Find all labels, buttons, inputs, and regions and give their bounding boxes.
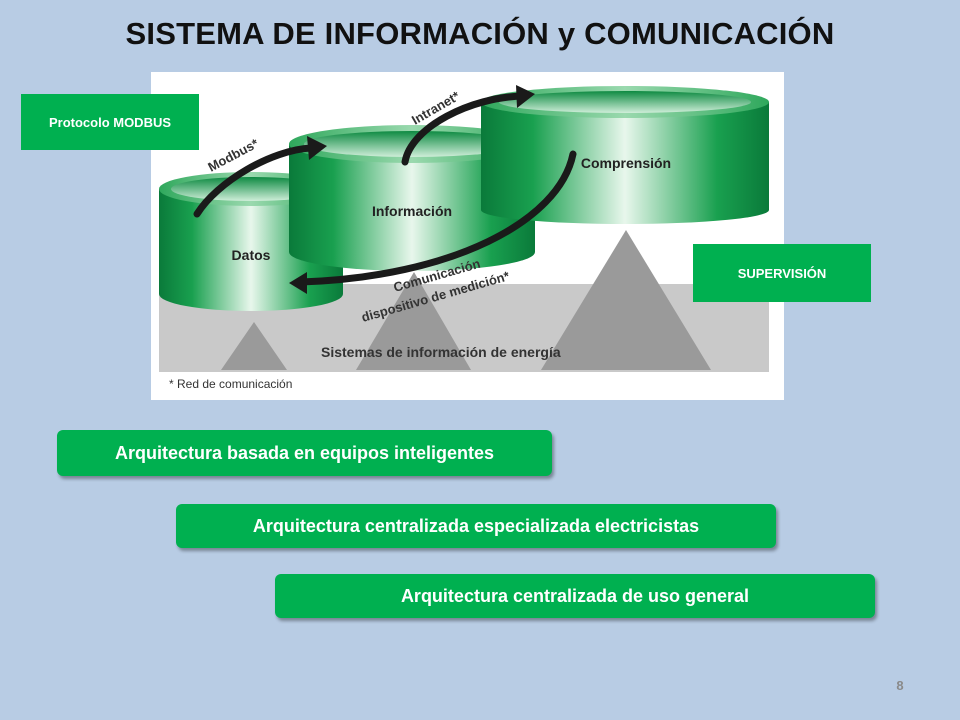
triangle-middle <box>356 272 471 370</box>
slide-title: SISTEMA DE INFORMACIÓN y COMUNICACIÓN <box>125 16 835 51</box>
communication-arrowhead <box>289 272 307 294</box>
architecture-centralized-electricians: Arquitectura centralizada especializada … <box>176 504 776 548</box>
modbus-arrowhead <box>307 136 327 160</box>
modbus-arrow <box>193 144 315 218</box>
label-comprension: Comprensión <box>581 155 671 171</box>
supervision-label: SUPERVISIÓN <box>693 244 871 302</box>
architecture-centralized-general: Arquitectura centralizada de uso general <box>275 574 875 618</box>
architecture-intelligent-devices: Arquitectura basada en equipos inteligen… <box>57 430 552 476</box>
triangle-left <box>221 322 287 370</box>
communication-arrow <box>297 150 577 286</box>
intranet-arrowhead <box>516 85 535 108</box>
triangle-right <box>541 230 711 370</box>
page-number: 8 <box>896 678 904 693</box>
information-pyramid-diagram: Datos Información Comprensión Modbus* In… <box>151 72 784 400</box>
diagram-svg: Datos Información Comprensión Modbus* In… <box>159 85 769 391</box>
label-energy-systems: Sistemas de información de energía <box>321 344 561 360</box>
label-informacion: Información <box>372 203 452 219</box>
label-datos: Datos <box>232 247 271 263</box>
protocol-modbus-label: Protocolo MODBUS <box>21 94 199 150</box>
footnote: * Red de comunicación <box>169 377 292 391</box>
intranet-arrow <box>401 92 527 166</box>
